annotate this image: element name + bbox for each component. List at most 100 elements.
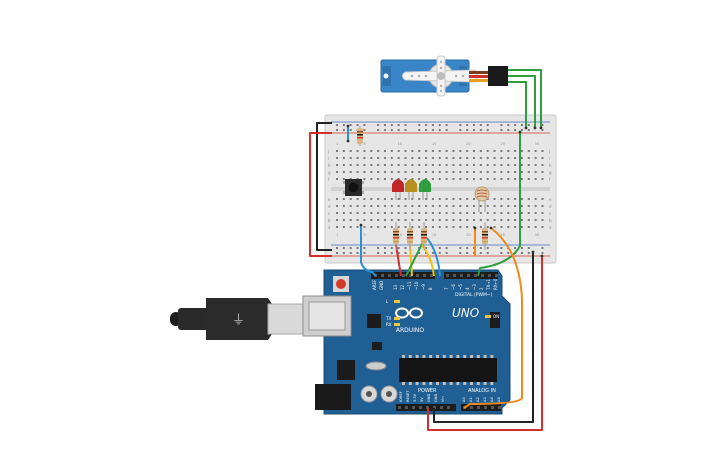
col-label: 10	[398, 142, 402, 146]
analog-header	[461, 404, 501, 411]
row-label: a	[328, 225, 331, 230]
col-label: 25	[500, 142, 504, 146]
rx-label: RX	[386, 322, 392, 327]
col-label: 5	[363, 142, 365, 146]
row-label: f	[549, 177, 551, 182]
resistor-top	[357, 126, 363, 146]
row-label: b	[549, 218, 552, 223]
gnd1-pin-label: GND	[427, 394, 431, 402]
analog-label: ANALOG IN	[468, 388, 496, 394]
col-label: 30	[535, 142, 539, 146]
on-label: ON	[493, 314, 499, 319]
pin9-label: ~9	[421, 284, 426, 290]
col-label: 5	[363, 233, 365, 237]
arduino-uno-board: ARDUINO UNO L TX RX ON DIGITAL (PWM~) AR…	[302, 269, 511, 415]
pushbutton	[343, 179, 364, 196]
usb-icon: ⏚	[232, 313, 245, 328]
photoresistor	[474, 186, 490, 212]
row-label: d	[328, 204, 331, 209]
row-label: j	[327, 149, 329, 154]
a5-pin-label: A5	[497, 397, 501, 402]
row-label: j	[548, 149, 550, 154]
tx-label: TX	[385, 316, 391, 321]
l-label: L	[386, 299, 389, 304]
resistor	[407, 222, 413, 250]
row-label: c	[549, 211, 551, 216]
wire-gnd-rail-left	[316, 122, 332, 251]
wire-5v-bottom	[427, 256, 543, 431]
col-label: 25	[500, 233, 504, 237]
wire-blue-2	[426, 237, 441, 277]
a0-pin-label: A0	[462, 397, 466, 402]
resistor	[482, 222, 488, 250]
row-label: g	[328, 170, 331, 175]
servo-connector	[488, 66, 508, 86]
wires	[309, 69, 543, 431]
pin10-label: ~10	[414, 281, 419, 290]
uno-label: UNO	[452, 306, 479, 320]
row-label: i	[328, 156, 329, 161]
wire-servo-signal	[508, 69, 542, 128]
3v3-pin-label: 3.3V	[413, 393, 417, 402]
wire-red-led	[395, 244, 402, 277]
row-label: a	[549, 225, 552, 230]
led-green	[419, 179, 431, 200]
col-label: 15	[432, 233, 436, 237]
row-label: e	[328, 197, 331, 202]
row-label: e	[549, 197, 552, 202]
digital-header-right	[444, 272, 498, 279]
atmega-chip	[399, 358, 497, 382]
col-label: 15	[432, 142, 436, 146]
row-label: i	[549, 156, 550, 161]
pin13-label: 13	[393, 284, 398, 290]
a2-pin-label: A2	[476, 397, 480, 402]
col-label: 1	[336, 233, 338, 237]
col-label: 1	[336, 142, 338, 146]
col-label: 30	[535, 233, 539, 237]
5v-pin-label: 5V	[420, 397, 424, 402]
wire-blue-button	[360, 225, 377, 277]
row-label: b	[328, 218, 331, 223]
led-red	[392, 179, 404, 200]
row-label: h	[328, 163, 331, 168]
gnd-pin-label: GND	[379, 281, 384, 290]
usb-cable: ⏚	[170, 298, 305, 340]
pin6-label: ~6	[451, 284, 456, 290]
row-label: g	[549, 170, 552, 175]
gnd2-pin-label: GND	[434, 394, 438, 402]
brand-label: ARDUINO	[396, 327, 425, 334]
col-label: 20	[466, 142, 470, 146]
wire-green-servo-pin	[477, 132, 521, 277]
wire-yellow-led	[409, 244, 413, 277]
row-label: d	[549, 204, 552, 209]
led-yellow	[405, 179, 417, 200]
power-jack	[315, 384, 351, 410]
digital-label: DIGITAL (PWM~)	[455, 292, 493, 298]
wire-gnd-bottom	[433, 252, 534, 423]
a1-pin-label: A1	[469, 397, 473, 402]
pin5-label: ~5	[458, 284, 463, 290]
col-label: 10	[398, 233, 402, 237]
ioref-pin-label: IOREF	[399, 391, 403, 402]
pin2-label: 2	[479, 287, 484, 290]
power-label: POWER	[418, 388, 437, 394]
vin-pin-label: Vin	[441, 396, 445, 402]
wire-orange-a0	[463, 227, 523, 409]
tx1-pin-label: TX→1	[486, 278, 491, 291]
wire-green-led	[405, 237, 426, 277]
pin8-label: 8	[428, 287, 433, 290]
wire-vcc-rail-left	[309, 132, 332, 257]
pin7-label: 7	[444, 287, 449, 290]
resistor	[393, 222, 399, 250]
servo-motor	[380, 55, 508, 97]
pin12-label: 12	[400, 284, 405, 290]
resistor	[421, 222, 427, 250]
pin4-label: 4	[465, 287, 470, 290]
row-label: h	[549, 163, 552, 168]
aref-pin-label: AREF	[372, 279, 377, 290]
pin11-label: ~11	[407, 281, 412, 290]
row-label: f	[328, 177, 330, 182]
a3-pin-label: A3	[483, 397, 487, 402]
